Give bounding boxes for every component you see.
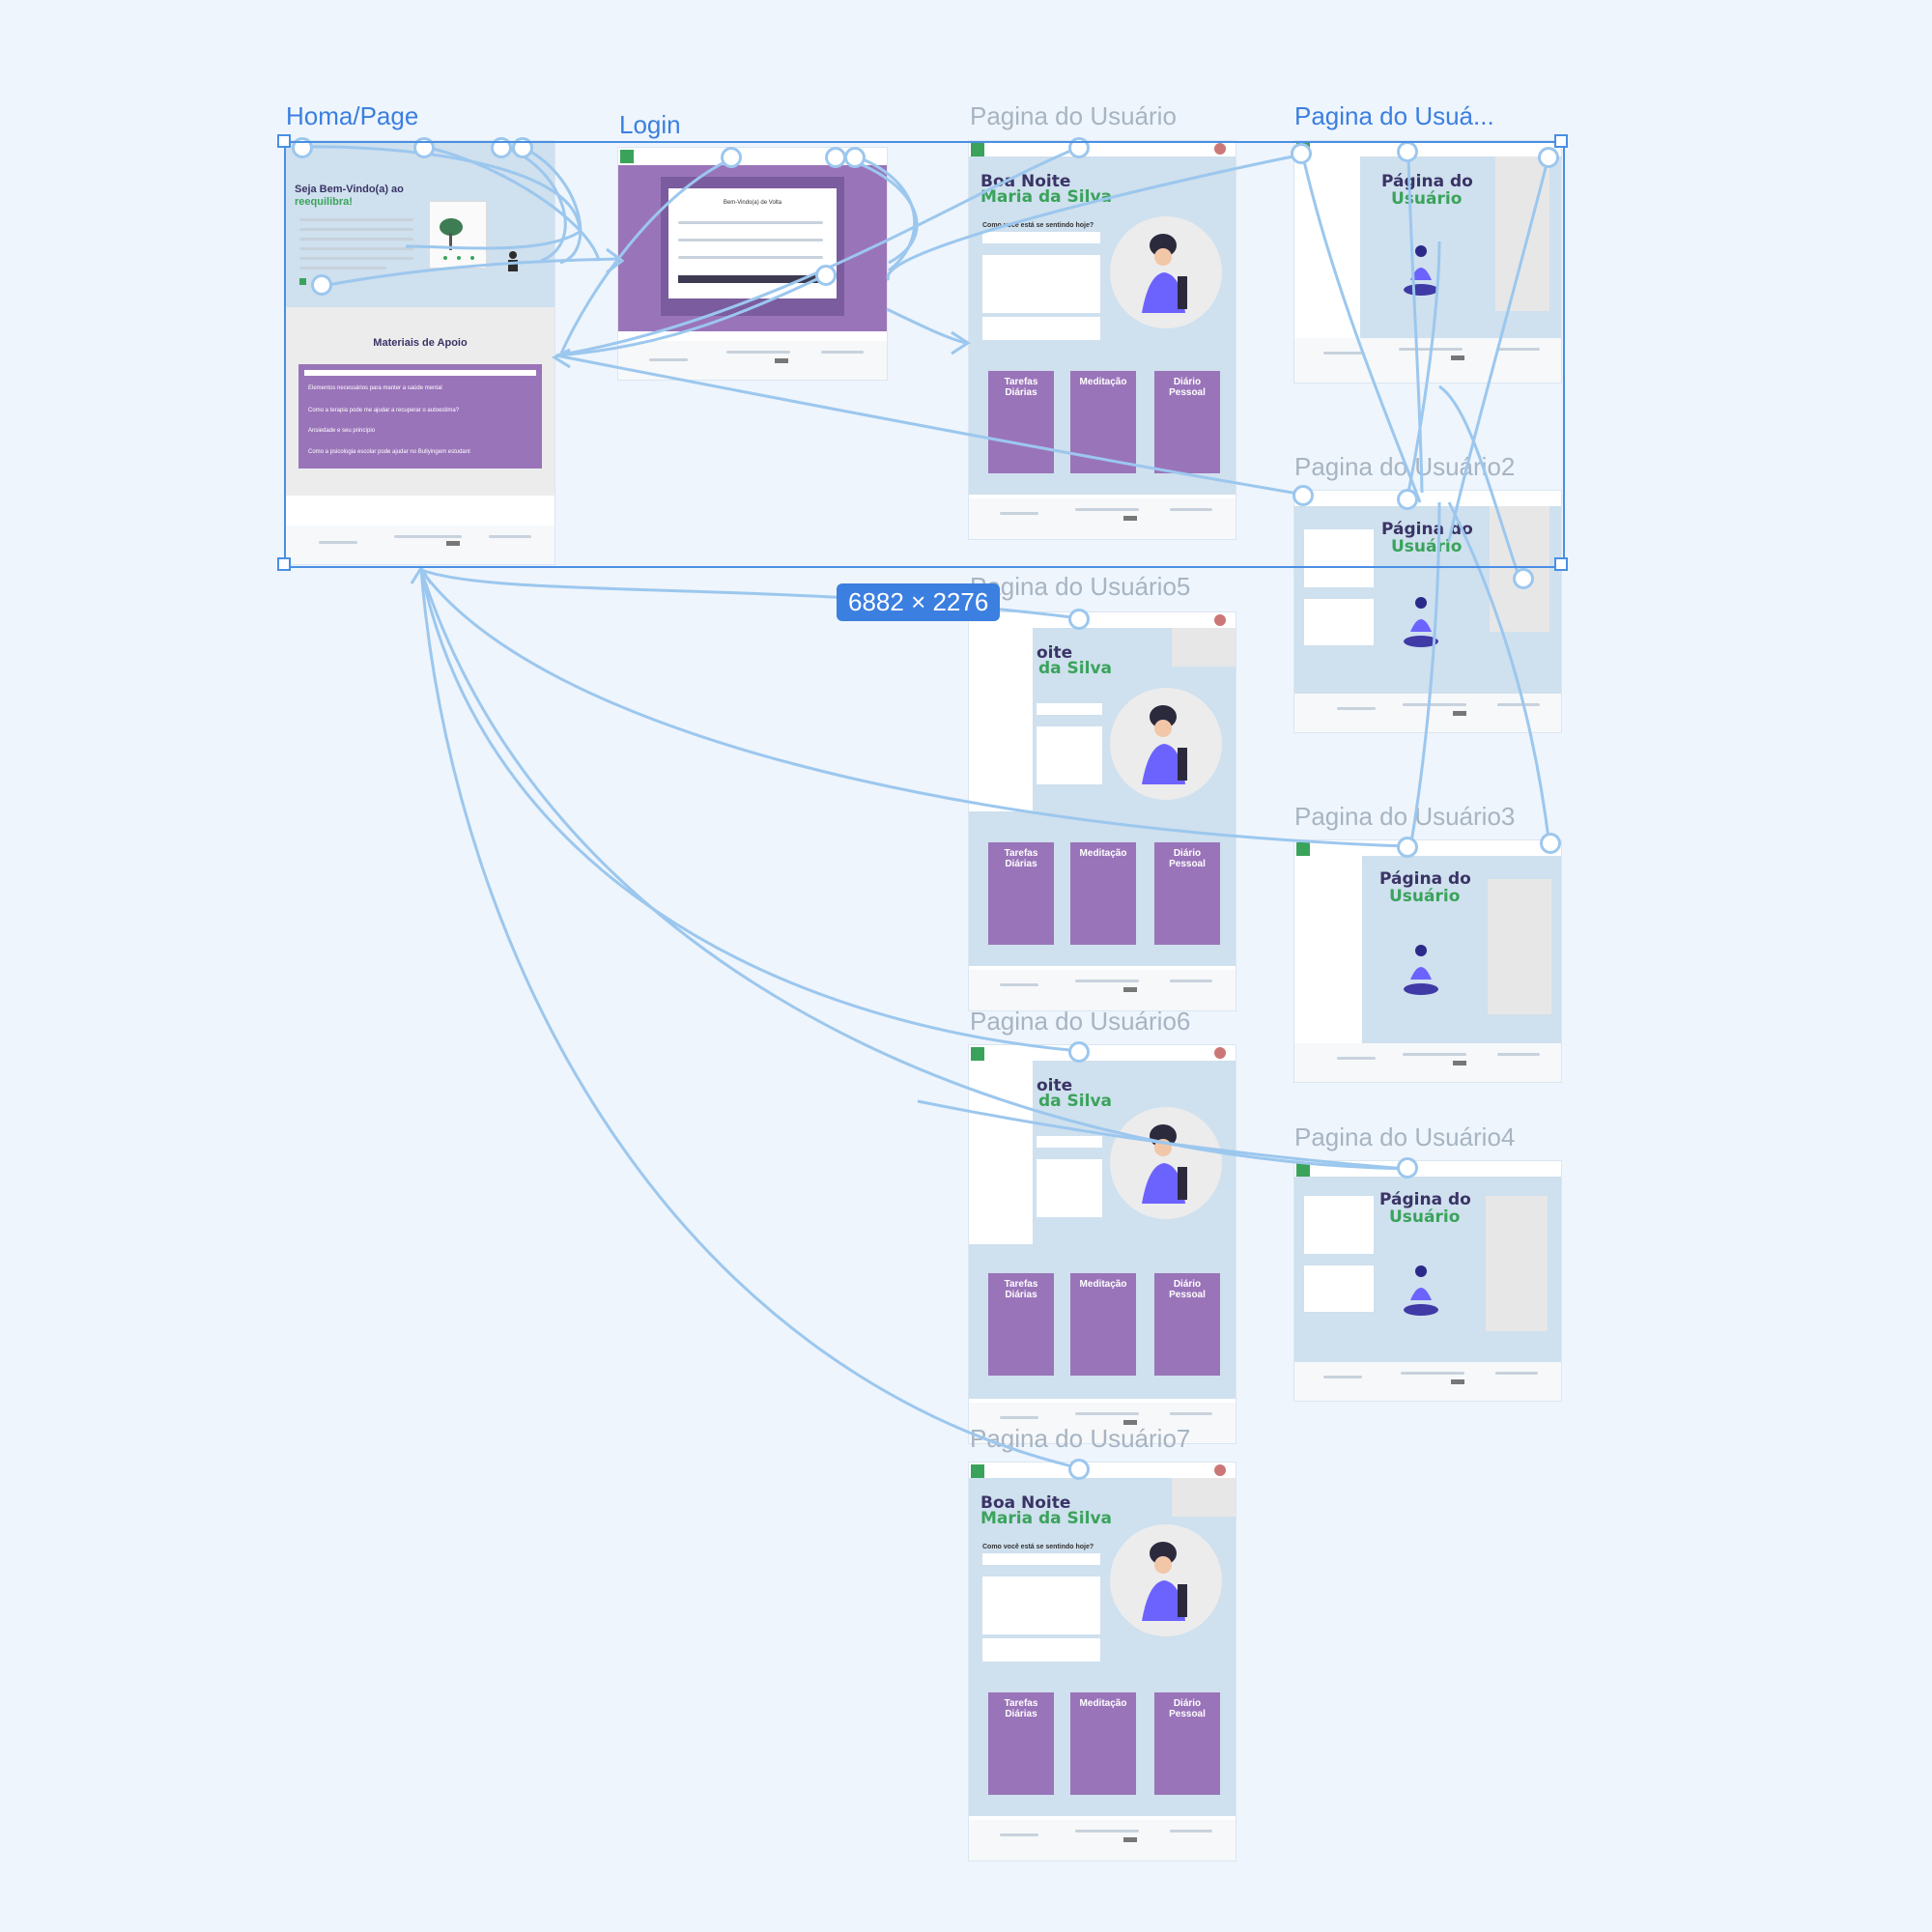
flow-node[interactable] [1068, 609, 1090, 630]
user7-greeting: Boa Noite [980, 1493, 1071, 1513]
greeting-name: Maria da Silva [980, 187, 1112, 207]
user5-greeting-name: da Silva [1038, 659, 1113, 678]
home-footer [286, 526, 554, 564]
resize-handle-bottom-left[interactable] [277, 557, 291, 571]
user7-question: Como você está se sentindo hoje? [982, 1544, 1094, 1550]
flow-node[interactable] [1068, 1459, 1090, 1480]
frame-user5[interactable]: oite da Silva Tarefas Diárias Meditação … [969, 612, 1236, 1010]
mood-question: Como você está se sentindo hoje? [982, 222, 1094, 229]
frame-user6[interactable]: oite da Silva Tarefas Diárias Meditação … [969, 1045, 1236, 1443]
card-journal[interactable]: Diário Pessoal [1154, 1692, 1220, 1795]
card-daily-tasks[interactable]: Tarefas Diárias [988, 1692, 1054, 1795]
person-sitting-icon [504, 250, 522, 279]
frame-label-user-trunc[interactable]: Pagina do Usuá... [1294, 101, 1494, 130]
materials-search-input[interactable] [304, 370, 536, 376]
frame-user3[interactable]: Página do Usuário [1294, 840, 1561, 1082]
list-item[interactable]: Como a psicologia escolar pode ajudar no… [308, 449, 470, 455]
card-journal[interactable]: Diário Pessoal [1154, 371, 1220, 473]
card-meditation[interactable]: Meditação [1070, 1692, 1136, 1795]
flow-node[interactable] [844, 147, 866, 168]
flow-node[interactable] [721, 147, 742, 168]
frame-label-home[interactable]: Homa/Page [286, 101, 419, 130]
card-daily-tasks[interactable]: Tarefas Diárias [988, 842, 1054, 945]
user4-heading-accent: Usuário [1389, 1208, 1461, 1227]
home-hero-title-accent: reequilibra! [295, 196, 353, 208]
frame-label-user5[interactable]: Pagina do Usuário5 [970, 572, 1191, 601]
login-button[interactable] [678, 275, 825, 283]
materials-title: Materiais de Apoio [373, 337, 468, 349]
frame-label-user4[interactable]: Pagina do Usuário4 [1294, 1122, 1516, 1151]
home-hero-title: Seja Bem-Vindo(a) ao [295, 184, 404, 195]
notes-box[interactable] [982, 317, 1100, 340]
flow-node[interactable] [311, 274, 332, 296]
user6-greeting-name: da Silva [1038, 1092, 1113, 1111]
resize-handle-bottom-right[interactable] [1554, 557, 1568, 571]
frame-label-user3[interactable]: Pagina do Usuário3 [1294, 802, 1516, 831]
flow-node[interactable] [1068, 1041, 1090, 1063]
mood-input[interactable] [982, 232, 1100, 243]
greeting-title: Boa Noite [980, 172, 1071, 191]
card-journal[interactable]: Diário Pessoal [1154, 1273, 1220, 1376]
user5-greeting: oite [1037, 643, 1073, 663]
card-meditation[interactable]: Meditação [1070, 1273, 1136, 1376]
flow-node[interactable] [1538, 147, 1559, 168]
frame-label-user6[interactable]: Pagina do Usuário6 [970, 1007, 1191, 1036]
login-dialog: Bem-Vindo(a) de Volta [668, 188, 837, 298]
journal-textarea[interactable] [982, 255, 1100, 313]
person-avatar-icon [1110, 1524, 1222, 1636]
frame-user[interactable]: Boa Noite Maria da Silva Como você está … [969, 141, 1236, 539]
card-daily-tasks[interactable]: Tarefas Diárias [988, 1273, 1054, 1376]
list-item[interactable]: Como a terapia pode me ajudar a recupera… [308, 408, 460, 413]
flow-node[interactable] [1397, 837, 1418, 858]
frame-label-user[interactable]: Pagina do Usuário [970, 101, 1177, 130]
user4-heading: Página do [1379, 1190, 1471, 1209]
user6-greeting: oite [1037, 1076, 1073, 1095]
list-item[interactable]: Ansiedade e seu princípio [308, 428, 376, 434]
frame-login[interactable]: Bem-Vindo(a) de Volta [618, 148, 887, 380]
person-avatar-icon [1110, 688, 1222, 800]
user-heading: Página do [1381, 172, 1473, 191]
card-journal[interactable]: Diário Pessoal [1154, 842, 1220, 945]
flow-node[interactable] [1397, 489, 1418, 510]
card-daily-tasks[interactable]: Tarefas Diárias [988, 371, 1054, 473]
frame-user2[interactable]: Página do Usuário [1294, 491, 1561, 732]
person-avatar-icon [1110, 1107, 1222, 1219]
user3-heading-accent: Usuário [1389, 887, 1461, 906]
flow-node[interactable] [1540, 833, 1561, 854]
meditation-figure-icon [1403, 941, 1439, 1009]
frame-user-trunc[interactable]: Página do Usuário [1294, 141, 1561, 383]
selection-bounding-box[interactable] [284, 141, 1565, 568]
user2-heading-accent: Usuário [1391, 537, 1463, 556]
brain-plant-icon [429, 201, 487, 269]
frame-home[interactable]: Seja Bem-Vindo(a) ao reequilibra! Materi… [286, 141, 554, 564]
frame-user7[interactable]: Boa Noite Maria da Silva Como você está … [969, 1463, 1236, 1861]
user3-heading: Página do [1379, 869, 1471, 889]
flow-node[interactable] [1291, 143, 1312, 164]
flow-node[interactable] [1513, 568, 1534, 589]
person-avatar-icon [1110, 216, 1222, 328]
flow-node[interactable] [815, 265, 837, 286]
flow-node[interactable] [1293, 485, 1314, 506]
resize-handle-top-right[interactable] [1554, 134, 1568, 148]
selection-dimensions-badge: 6882 × 2276 [837, 583, 1001, 621]
card-meditation[interactable]: Meditação [1070, 842, 1136, 945]
resize-handle-top-left[interactable] [277, 134, 291, 148]
user7-greeting-name: Maria da Silva [980, 1509, 1112, 1528]
frame-user4[interactable]: Página do Usuário [1294, 1161, 1561, 1401]
login-dialog-title: Bem-Vindo(a) de Volta [723, 200, 782, 206]
list-item[interactable]: Elementos necessários para manter a saúd… [308, 385, 442, 391]
frame-label-login[interactable]: Login [619, 110, 681, 139]
flow-node[interactable] [1397, 1157, 1418, 1179]
meditation-figure-icon [1403, 593, 1439, 661]
materials-list: Elementos necessários para manter a saúd… [298, 364, 542, 469]
login-footer [618, 341, 887, 380]
meditation-figure-icon [1403, 1262, 1439, 1329]
